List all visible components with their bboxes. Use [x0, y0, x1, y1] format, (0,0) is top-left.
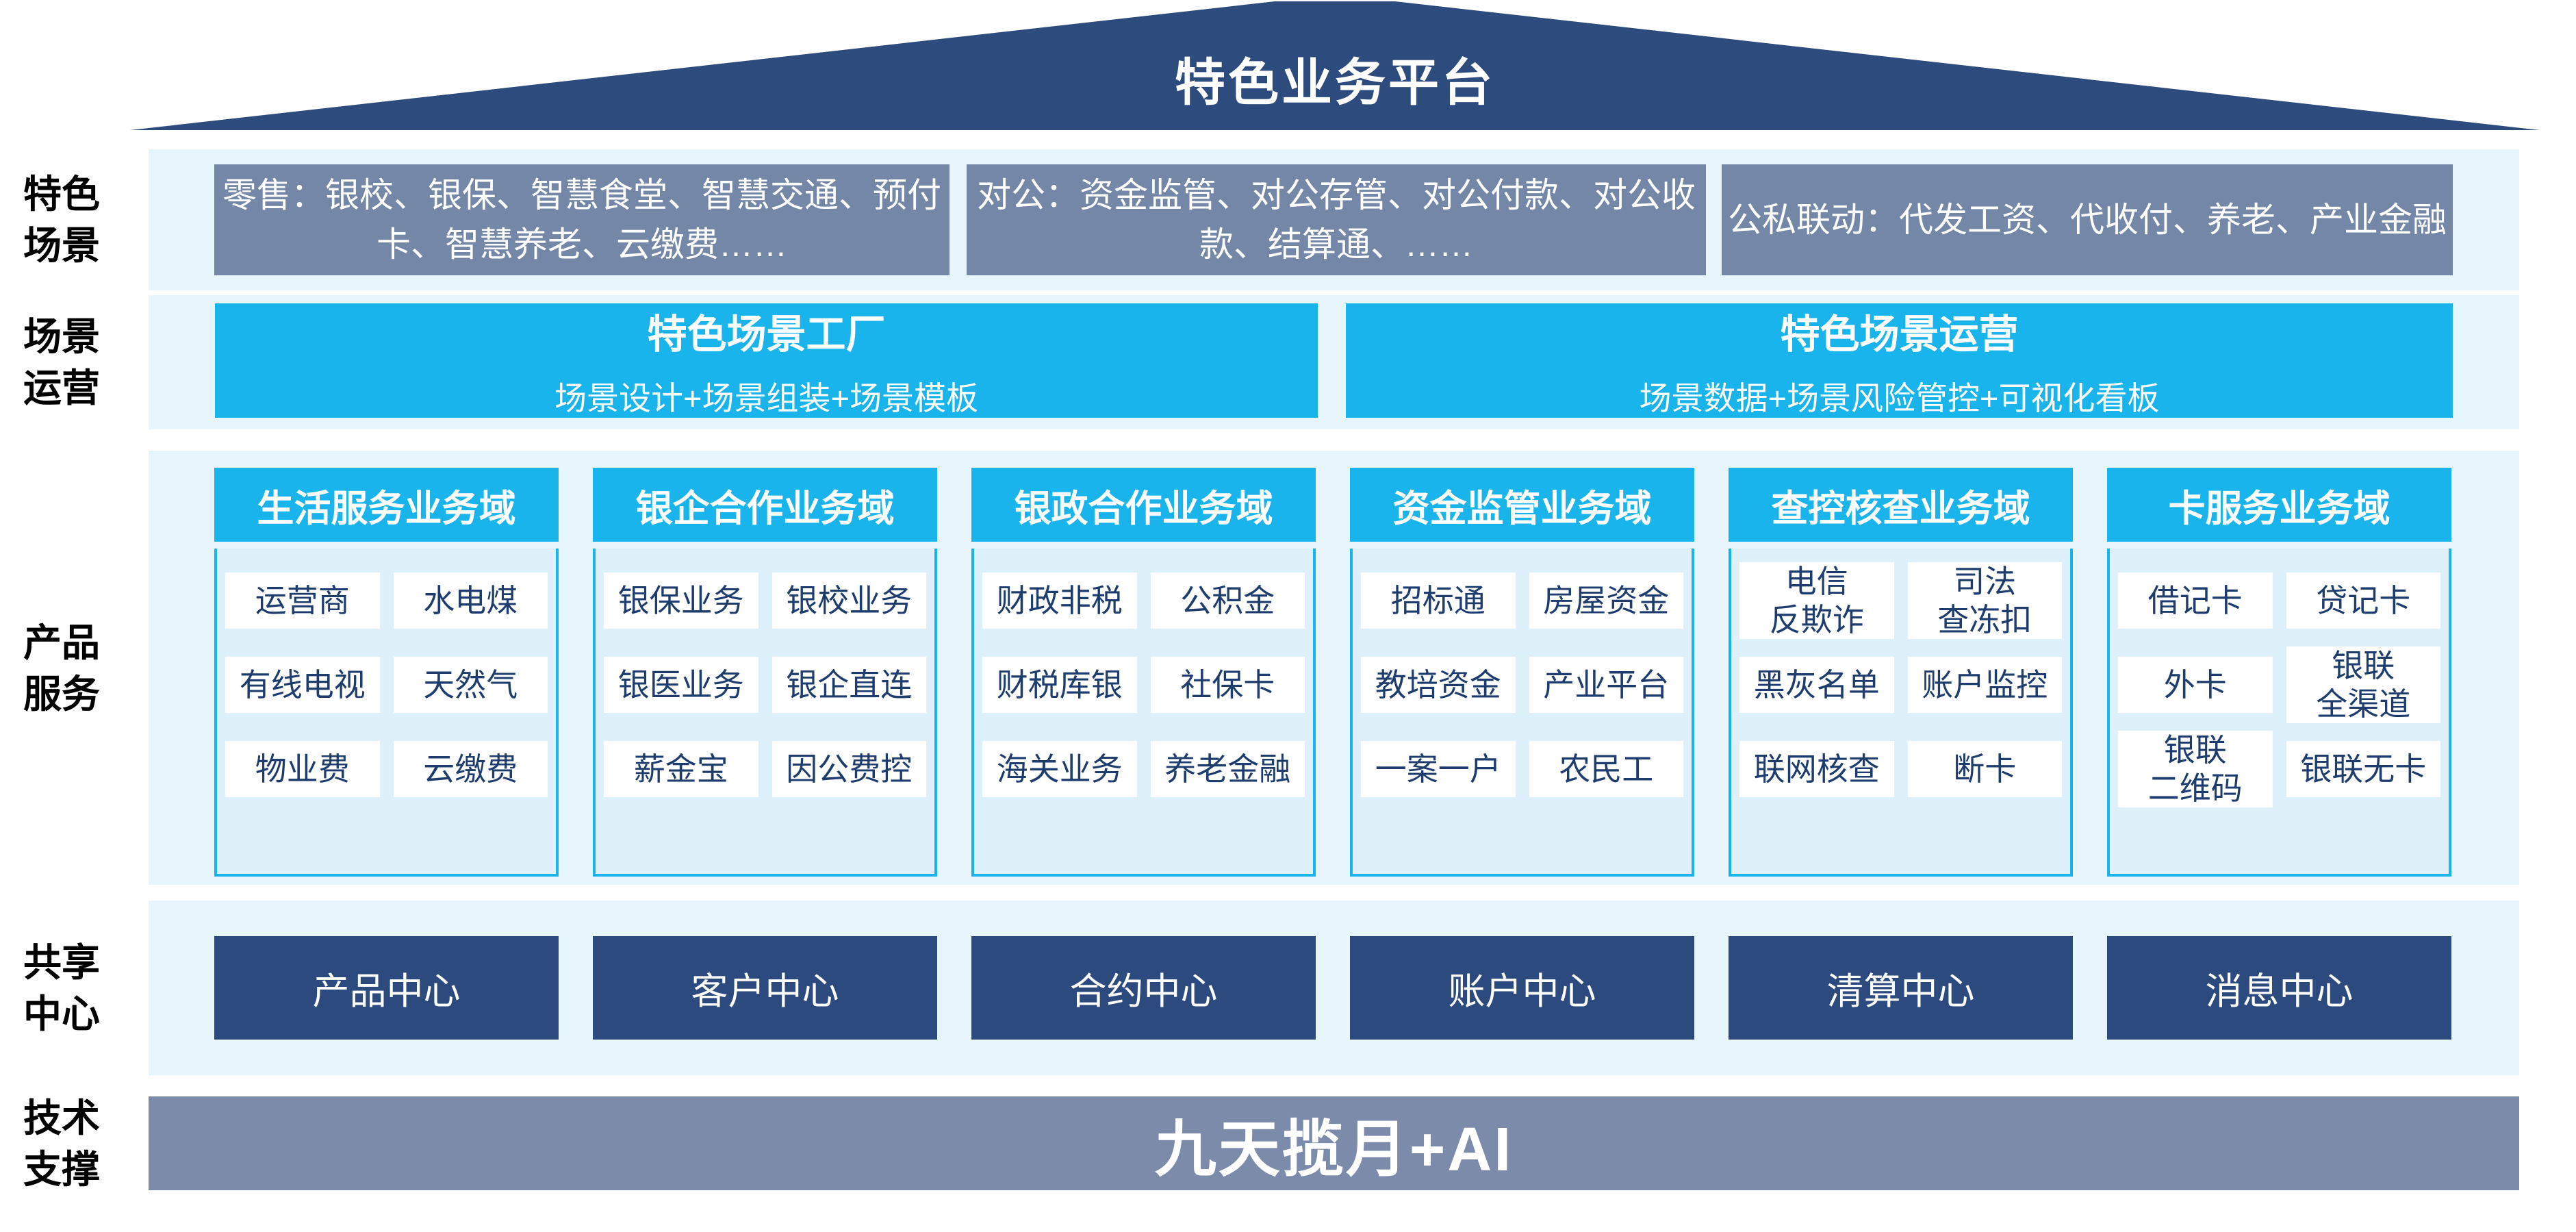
product-column-header: 银企合作业务域: [593, 468, 937, 542]
product-cell: 运营商: [225, 572, 380, 629]
product-column-bank-enterprise: 银企合作业务域 银保业务 银校业务 银医业务 银企直连 薪金宝 因公费控: [593, 468, 937, 877]
center-box-product: 产品中心: [214, 936, 559, 1040]
product-column-body: 电信 反欺诈 司法 查冻扣 黑灰名单 账户监控 联网核查 断卡: [1729, 549, 2073, 877]
row-label-scenes: 特色 场景: [23, 173, 100, 267]
product-cell: 财税库银: [982, 656, 1137, 713]
product-cell: 贷记卡: [2286, 572, 2440, 629]
product-column-header: 卡服务业务域: [2107, 468, 2451, 542]
product-column-body: 财政非税 公积金 财税库银 社保卡 海关业务 养老金融: [971, 549, 1316, 877]
product-column-header: 银政合作业务域: [971, 468, 1316, 542]
product-cell: 银保业务: [604, 572, 758, 629]
product-cell: 产业平台: [1529, 656, 1683, 713]
product-cell: 银医业务: [604, 656, 758, 713]
product-column-header: 生活服务业务域: [214, 468, 559, 542]
product-cell: 农民工: [1529, 740, 1683, 797]
product-column-body: 借记卡 贷记卡 外卡 银联 全渠道 银联 二维码 银联无卡: [2107, 549, 2451, 877]
product-cell: 外卡: [2118, 656, 2273, 713]
operation-box-title: 特色场景运营: [1780, 312, 2019, 357]
platform-roof: 特色业务平台: [130, 1, 2540, 130]
product-cell: 海关业务: [982, 740, 1137, 797]
product-cell: 云缴费: [393, 740, 548, 797]
product-cell: 薪金宝: [604, 740, 758, 797]
product-column-header: 资金监管业务域: [1350, 468, 1694, 542]
product-cell: 一案一户: [1361, 740, 1516, 797]
product-column-body: 银保业务 银校业务 银医业务 银企直连 薪金宝 因公费控: [593, 549, 937, 877]
operation-box-subtitle: 场景数据+场景风险管控+可视化看板: [1639, 380, 2160, 416]
product-cell: 养老金融: [1150, 740, 1305, 797]
product-column-header: 查控核查业务域: [1729, 468, 2073, 542]
product-cell: 账户监控: [1907, 656, 2062, 713]
center-box-account: 账户中心: [1350, 936, 1694, 1040]
tech-support-bar: 九天揽月+AI: [149, 1096, 2519, 1190]
product-cell: 房屋资金: [1529, 572, 1683, 629]
product-cell: 因公费控: [771, 740, 926, 797]
product-column-life-services: 生活服务业务域 运营商 水电煤 有线电视 天然气 物业费 云缴费: [214, 468, 559, 877]
center-box-customer: 客户中心: [593, 936, 937, 1040]
product-cell: 黑灰名单: [1739, 656, 1894, 713]
product-column-body: 招标通 房屋资金 教培资金 产业平台 一案一户 农民工: [1350, 549, 1694, 877]
product-cell: 天然气: [393, 656, 548, 713]
product-cell: 司法 查冻扣: [1907, 562, 2062, 639]
product-cell: 银校业务: [771, 572, 926, 629]
product-cell: 银联 全渠道: [2286, 646, 2440, 723]
product-cell: 社保卡: [1150, 656, 1305, 713]
product-cell: 借记卡: [2118, 572, 2273, 629]
row-label-products: 产品 服务: [23, 621, 100, 716]
product-cell: 招标通: [1361, 572, 1516, 629]
operation-box-ops: 特色场景运营 场景数据+场景风险管控+可视化看板: [1346, 303, 2453, 418]
scene-box-corporate: 对公：资金监管、对公存管、对公付款、对公收 款、结算通、……: [967, 164, 1706, 275]
operation-box-subtitle: 场景设计+场景组装+场景模板: [554, 380, 978, 416]
row-label-tech: 技术 支撑: [23, 1096, 100, 1191]
product-cell: 有线电视: [225, 656, 380, 713]
row-label-centers: 共享 中心: [23, 941, 100, 1035]
center-box-message: 消息中心: [2107, 936, 2451, 1040]
product-column-fund-supervision: 资金监管业务域 招标通 房屋资金 教培资金 产业平台 一案一户 农民工: [1350, 468, 1694, 877]
product-cell: 银联无卡: [2286, 740, 2440, 797]
operation-box-title: 特色场景工厂: [647, 312, 886, 357]
scene-box-linkage: 公私联动：代发工资、代收付、养老、产业金融: [1722, 164, 2453, 275]
product-column-inquiry-control: 查控核查业务域 电信 反欺诈 司法 查冻扣 黑灰名单 账户监控 联网核查 断卡: [1729, 468, 2073, 877]
product-cell: 公积金: [1150, 572, 1305, 629]
product-cell: 联网核查: [1739, 740, 1894, 797]
operation-box-factory: 特色场景工厂 场景设计+场景组装+场景模板: [215, 303, 1318, 418]
product-cell: 教培资金: [1361, 656, 1516, 713]
product-cell: 银联 二维码: [2118, 730, 2273, 807]
product-column-bank-government: 银政合作业务域 财政非税 公积金 财税库银 社保卡 海关业务 养老金融: [971, 468, 1316, 877]
center-box-contract: 合约中心: [971, 936, 1316, 1040]
product-cell: 断卡: [1907, 740, 2062, 797]
product-column-body: 运营商 水电煤 有线电视 天然气 物业费 云缴费: [214, 549, 559, 877]
product-cell: 水电煤: [393, 572, 548, 629]
product-cell: 物业费: [225, 740, 380, 797]
scene-box-retail: 零售：银校、银保、智慧食堂、智慧交通、预付 卡、智慧养老、云缴费……: [214, 164, 949, 275]
product-cell: 财政非税: [982, 572, 1137, 629]
product-cell: 银企直连: [771, 656, 926, 713]
product-column-card-services: 卡服务业务域 借记卡 贷记卡 外卡 银联 全渠道 银联 二维码 银联无卡: [2107, 468, 2451, 877]
row-label-operation: 场景 运营: [23, 315, 100, 410]
platform-title: 特色业务平台: [1175, 54, 1495, 111]
product-cell: 电信 反欺诈: [1739, 562, 1894, 639]
center-box-clearing: 清算中心: [1729, 936, 2073, 1040]
